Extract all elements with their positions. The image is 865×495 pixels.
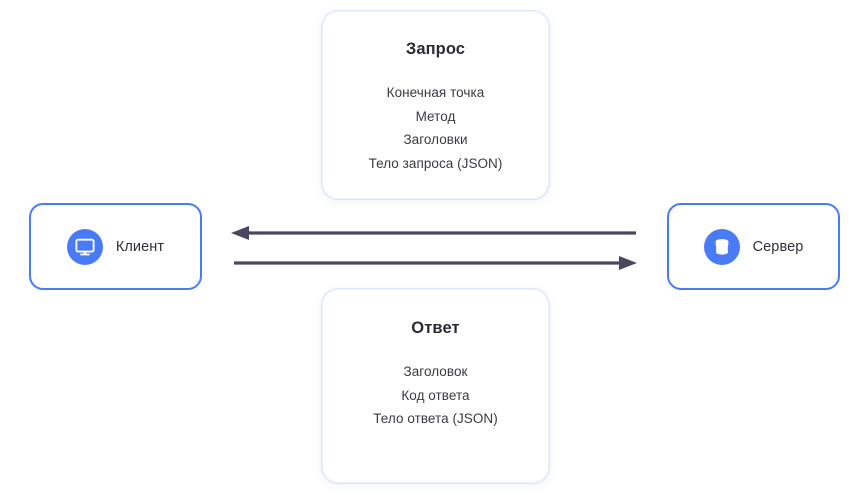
response-line-status-code: Код ответа (401, 387, 470, 403)
client-node: Клиент (29, 203, 202, 290)
request-line-body: Тело запроса (JSON) (368, 155, 503, 171)
request-line-headers: Заголовки (403, 132, 468, 147)
request-card-title: Запрос (405, 40, 466, 58)
response-card-title: Ответ (411, 319, 460, 337)
response-card: Ответ Заголовок Код ответа Тело ответа (… (322, 289, 549, 483)
database-icon (703, 228, 740, 265)
server-node-label: Сервер (752, 238, 804, 255)
response-line-body: Тело ответа (JSON) (373, 411, 498, 426)
response-line-header: Заголовок (403, 364, 468, 379)
request-card-lines: Конечная точка Метод Заголовки Тело запр… (323, 81, 548, 175)
client-node-label: Клиент (115, 238, 165, 255)
monitor-icon (66, 228, 103, 265)
request-line-endpoint: Конечная точка (386, 85, 485, 100)
request-line-method: Метод (415, 108, 456, 124)
response-card-lines: Заголовок Код ответа Тело ответа (JSON) (323, 360, 548, 431)
request-arrow (234, 256, 637, 270)
server-node: Сервер (667, 203, 840, 290)
request-card: Запрос Конечная точка Метод Заголовки Те… (322, 11, 549, 199)
response-arrow (231, 226, 636, 240)
